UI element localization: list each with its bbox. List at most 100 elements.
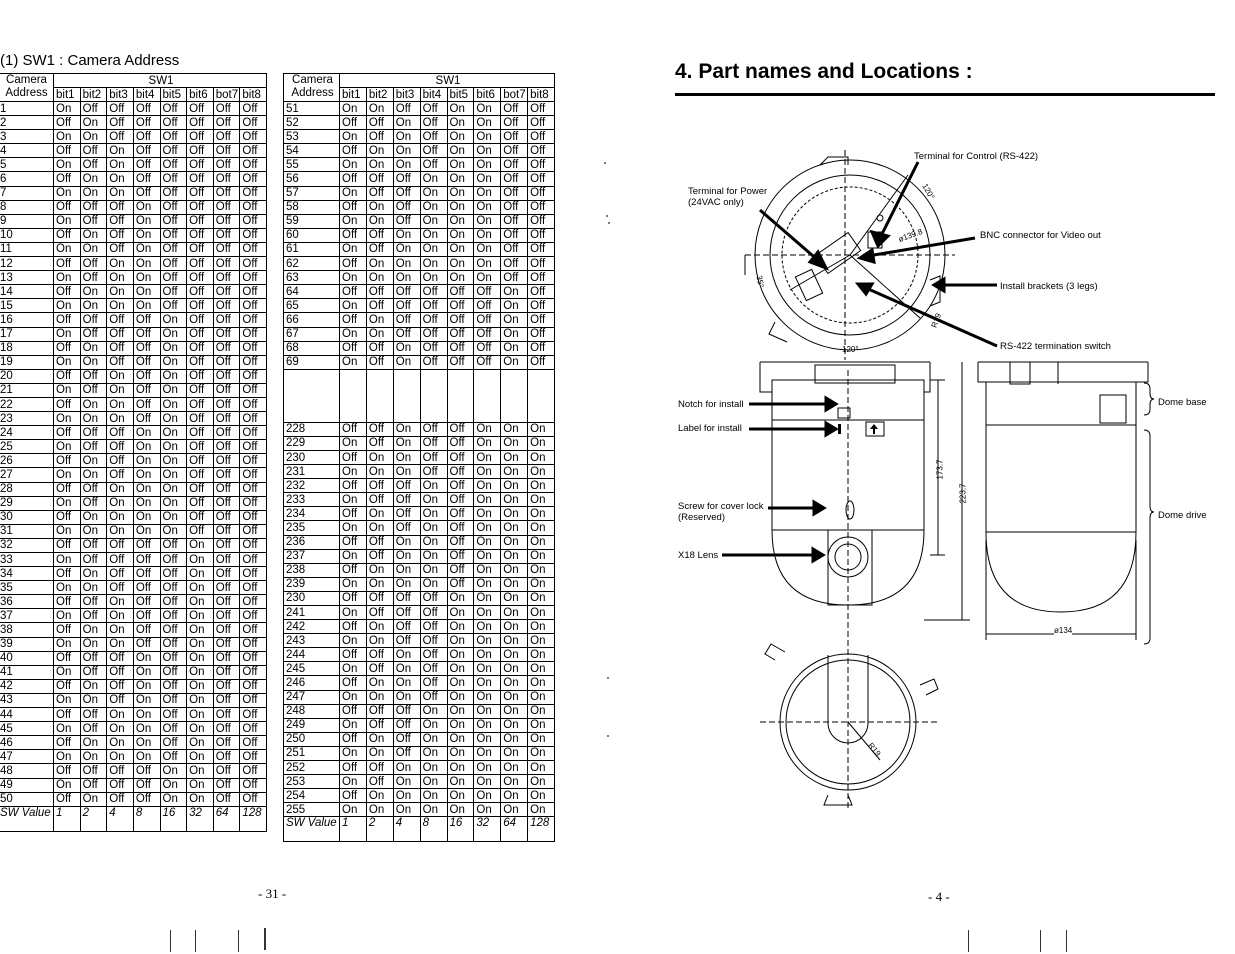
address-cell: 247	[283, 689, 340, 705]
address-cell: 29	[0, 495, 54, 511]
bit-cell: On	[79, 622, 108, 638]
bit-cell: On	[186, 692, 214, 709]
address-cell: 41	[0, 664, 54, 680]
bit-cell: Off	[79, 100, 108, 117]
bit-cell: Off	[365, 241, 394, 258]
bit-cell: On	[473, 731, 502, 747]
address-cell: 43	[0, 692, 54, 709]
bit-cell: Off	[239, 692, 267, 709]
bit-cell: On	[132, 721, 161, 737]
bit-cell: Off	[339, 171, 367, 187]
bit-cell: Off	[446, 435, 475, 451]
bit-cell: On	[132, 650, 161, 666]
bit-cell: On	[527, 661, 555, 677]
bit-cell: Off	[79, 763, 108, 779]
bit-cell: Off	[212, 551, 241, 568]
bit-cell: Off	[159, 227, 188, 243]
address-cell: 245	[283, 661, 340, 677]
bit-cell: Off	[106, 664, 134, 680]
bit-cell: On	[53, 608, 81, 624]
bit-cell: On	[473, 171, 502, 187]
bit-cell: On	[527, 548, 555, 564]
bit-cell: On	[392, 241, 421, 258]
bit-cell: Off	[339, 675, 367, 691]
bit-cell: On	[419, 576, 448, 592]
bit-cell: On	[527, 619, 555, 635]
bit-cell: Off	[239, 763, 267, 779]
bit-cell: On	[473, 689, 502, 705]
bit-cell: On	[339, 354, 367, 370]
bit-cell: Off	[500, 171, 529, 187]
bit-cell: On	[79, 735, 108, 751]
address-cell: 37	[0, 608, 54, 624]
bit-cell: Off	[392, 506, 421, 522]
bit-cell: Off	[365, 478, 394, 494]
bit-cell: On	[500, 802, 529, 818]
address-cell: 40	[0, 650, 54, 666]
bit-cell: On	[159, 777, 188, 793]
bit-cell: On	[365, 689, 394, 705]
bit-cell: On	[419, 703, 448, 719]
bit-cell: Off	[419, 619, 448, 635]
bit-cell: On	[339, 464, 367, 480]
label-terminal-power: Terminal for Power(24VAC only)	[688, 186, 768, 208]
bit-cell: Off	[132, 566, 161, 582]
bit-cell: On	[392, 270, 421, 286]
bit-cell: Off	[239, 157, 267, 173]
bit-cell: On	[500, 435, 529, 451]
dim-h223: 223.7	[958, 483, 968, 504]
address-cell: 241	[283, 604, 340, 621]
address-cell: 31	[0, 523, 54, 539]
bit-cell: Off	[132, 312, 161, 328]
bit-cell: Off	[79, 721, 108, 737]
bit-cell: Off	[159, 185, 188, 201]
bit-cell: Off	[79, 157, 108, 173]
sw-value-cell: 8	[419, 816, 448, 843]
sw-value-cell: 128	[527, 816, 555, 843]
bit-cell: Off	[212, 650, 241, 666]
bit-cell: Off	[53, 707, 81, 723]
bit-cell: Off	[365, 340, 394, 356]
bit-cell: On	[79, 678, 108, 694]
bit-cell: On	[106, 495, 134, 511]
bit-cell: Off	[446, 534, 475, 550]
address-cell: 248	[283, 703, 340, 719]
bit-cell: Off	[446, 562, 475, 578]
address-cell: 246	[283, 675, 340, 691]
bit-cell: Off	[53, 171, 81, 187]
bit-cell: Off	[339, 256, 367, 272]
bit-cell: On	[53, 749, 81, 765]
address-cell: 61	[283, 241, 340, 258]
bit-cell: Off	[79, 707, 108, 723]
bit-cell: On	[473, 604, 502, 621]
bit-cell: On	[419, 185, 448, 201]
bit-cell: On	[446, 100, 475, 117]
bit-cell: Off	[239, 326, 267, 342]
bit-cell: On	[527, 590, 555, 607]
bit-cell: On	[500, 354, 529, 370]
bit-cell: Off	[500, 129, 529, 145]
bit-cell: On	[527, 576, 555, 592]
address-cell: 27	[0, 467, 54, 483]
bit-cell: Off	[106, 650, 134, 666]
bit-cell: Off	[365, 590, 394, 607]
bit-cell: On	[419, 760, 448, 776]
bit-cell: On	[527, 717, 555, 733]
bit-cell: Off	[419, 284, 448, 300]
bit-cell: On	[392, 143, 421, 159]
bit-cell: Off	[527, 270, 555, 286]
bit-cell: Off	[365, 647, 394, 663]
bit-cell: On	[473, 745, 502, 762]
bit-cell: On	[339, 298, 367, 314]
